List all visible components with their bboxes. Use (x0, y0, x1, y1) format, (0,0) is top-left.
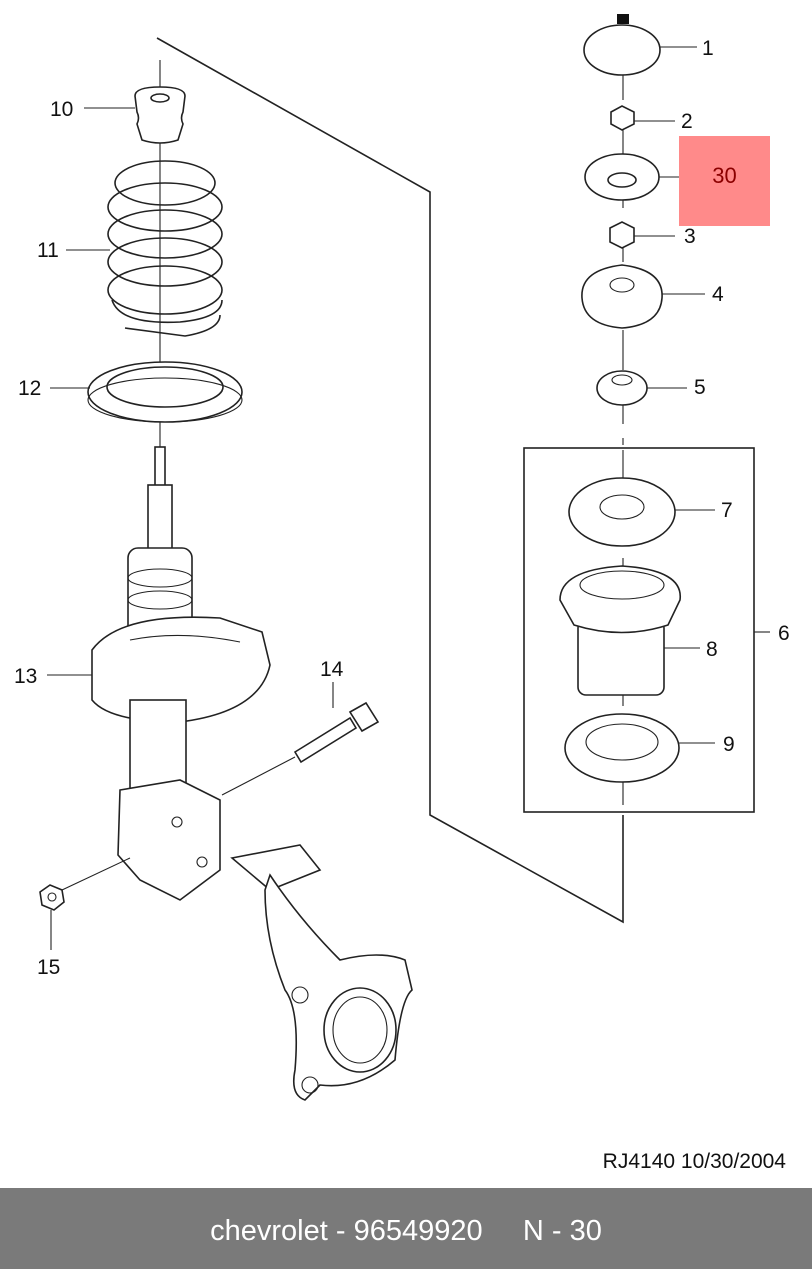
mounting-bolt (221, 701, 380, 796)
callout-11: 11 (37, 239, 59, 262)
callout-7: 7 (721, 499, 733, 522)
callout-3: 3 (684, 225, 696, 248)
callout-5: 5 (694, 376, 706, 399)
dust-cap (583, 14, 661, 76)
steering-knuckle (230, 844, 413, 1101)
explosion-guide-lines (156, 37, 624, 924)
spring-seat-ring (564, 713, 680, 783)
drawing-reference: RJ4140 10/30/2004 (602, 1150, 786, 1173)
strut-mount-cap (581, 264, 663, 329)
strut-assembly (91, 446, 271, 901)
upper-mount (568, 477, 676, 547)
callout-6: 6 (778, 622, 790, 645)
highlighted-washer (584, 153, 660, 201)
callout-1: 1 (702, 37, 714, 60)
callout-leaders (47, 46, 770, 950)
mounting-nut (39, 857, 131, 911)
callout-9: 9 (723, 733, 735, 756)
callout-12: 12 (18, 377, 41, 400)
callout-8: 8 (706, 638, 718, 661)
spring-seat-pad (87, 361, 243, 423)
highlight-label: 30 (712, 163, 737, 188)
callout-14: 14 (320, 658, 344, 681)
lock-nut (609, 221, 635, 249)
exploded-parts-diagram: 1 2 3 4 5 6 7 8 9 10 11 12 13 14 15 (14, 14, 790, 1101)
top-nut (610, 105, 635, 131)
footer-banner: chevrolet - 96549920 N - 30 (0, 1188, 812, 1269)
bump-stop (134, 86, 186, 144)
callout-2: 2 (681, 110, 693, 133)
highlight-box (679, 136, 770, 226)
mount-washer (596, 370, 648, 406)
bearing-boot (559, 565, 681, 696)
part-group-box (523, 447, 755, 813)
callout-13: 13 (14, 665, 37, 688)
callout-15: 15 (37, 956, 60, 979)
coil-spring (107, 160, 223, 337)
callout-10: 10 (50, 98, 73, 121)
callout-4: 4 (712, 283, 724, 306)
